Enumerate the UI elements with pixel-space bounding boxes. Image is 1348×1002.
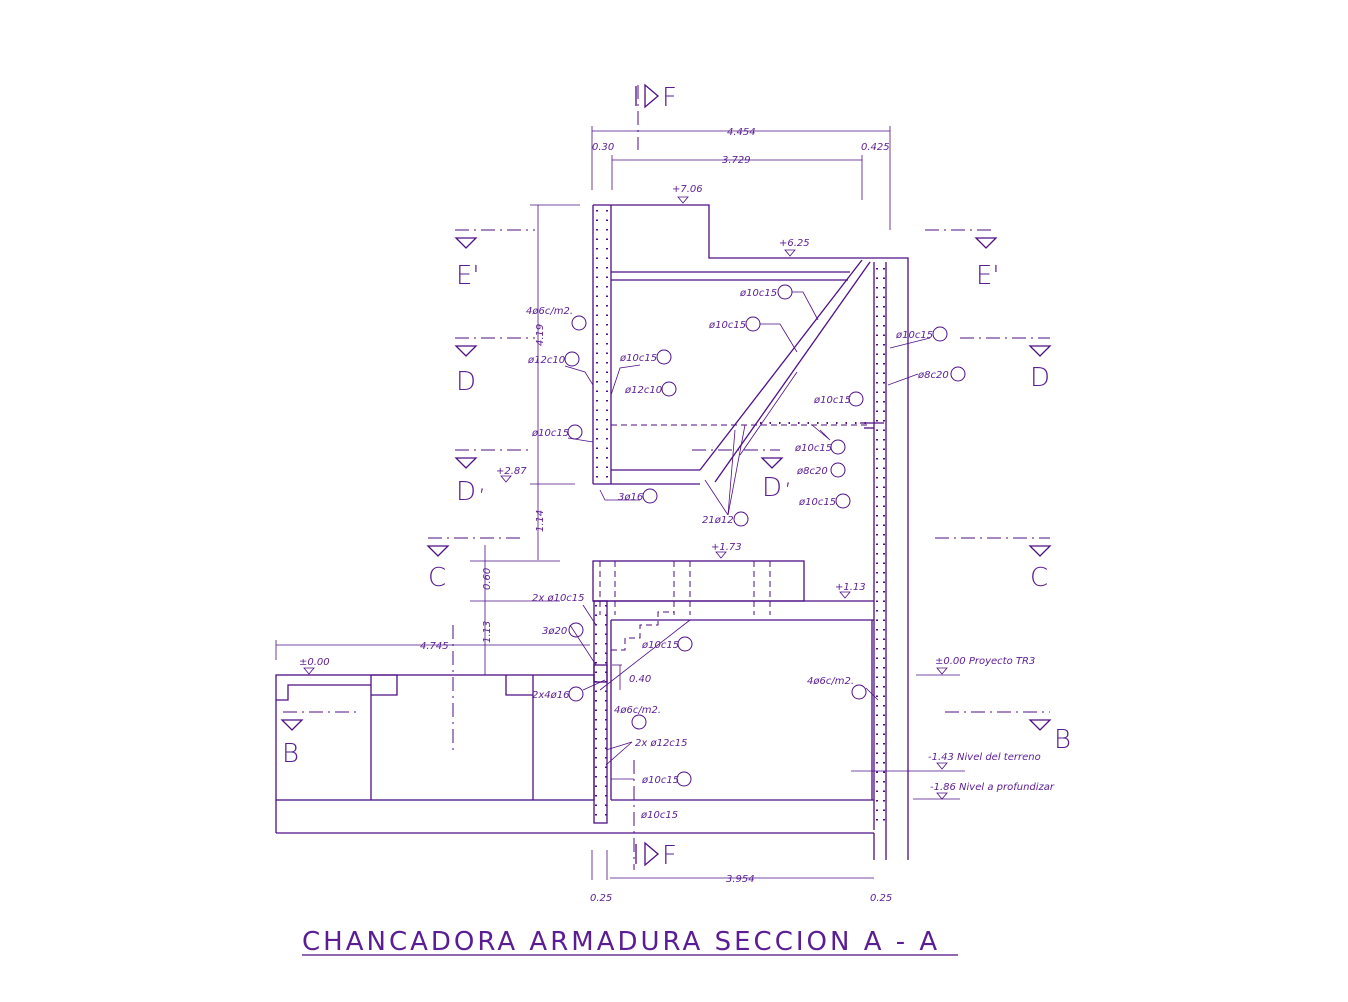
rebar-label: 2x ø12c15	[635, 738, 688, 749]
section-b-right: B	[1054, 725, 1071, 755]
rebar-label: ø10c15	[813, 395, 851, 406]
section-lines	[283, 85, 1050, 870]
dim-bottom-left: 0.25	[590, 893, 612, 904]
rebar-label: ø10c15	[895, 330, 933, 341]
dim-bottom-right: 0.25	[870, 893, 892, 904]
level-706: +7.06	[672, 184, 703, 195]
dim-total-width: 4.454	[727, 127, 756, 138]
rebar-label: ø10c15	[739, 288, 777, 299]
level-625: +6.25	[779, 238, 810, 249]
dim-inner-width: 3.729	[722, 155, 751, 166]
rebar-label: ø10c15	[641, 775, 679, 786]
level-173: +1.73	[711, 542, 742, 553]
drawing-title: CHANCADORA ARMADURA SECCION A - A	[302, 927, 940, 957]
rebar-label: ø8c20	[796, 466, 828, 477]
rebar-label: ø10c15	[641, 640, 679, 651]
prime-mark: ,	[784, 461, 792, 491]
section-dprime-left: D	[456, 477, 476, 507]
concrete-outline	[275, 204, 909, 860]
section-c-right: C	[1030, 563, 1048, 593]
dim-height-113: 1.13	[482, 621, 493, 643]
section-b-left: B	[282, 739, 299, 769]
rebar-label: 4ø6c/m2.	[614, 705, 661, 716]
rebar-label: ø12c10	[527, 355, 565, 366]
dim-left-extent: 4.745	[420, 641, 449, 652]
rebar-label: 21ø12	[702, 515, 734, 526]
level-143: -1.43 Nivel del terreno	[928, 752, 1041, 763]
rebar-label: ø10c15	[531, 428, 569, 439]
dim-height-upper: 4.19	[535, 324, 546, 346]
rebar-label: ø12c10	[624, 385, 662, 396]
rebar-label: ø10c15	[708, 320, 746, 331]
level-000-tr3: ±0.00 Proyecto TR3	[935, 656, 1035, 667]
rebar-label: 3ø16	[618, 492, 643, 503]
level-000: ±0.00	[299, 657, 330, 668]
rebar-label: ø10c15	[798, 497, 836, 508]
rebar-label: 2x ø10c15	[532, 593, 585, 604]
section-d-right: D	[1030, 363, 1050, 393]
level-113: +1.13	[835, 582, 866, 593]
section-f-bottom: F	[662, 841, 677, 871]
level-marks: +7.06 +6.25 +2.87 +1.73 +1.13 ±0.00 ±0.0…	[299, 184, 1055, 800]
dim-height-mid: 1.14	[535, 510, 546, 532]
dim-left-wall: 0.30	[592, 142, 614, 153]
section-d-left: D	[456, 367, 476, 397]
dim-bottom-width: 3.954	[726, 874, 755, 885]
dimension-lines: 4.454 0.30 3.729 0.425 4.19 1.14 0.60 1.…	[275, 126, 892, 904]
rebar-label: 2x4ø16	[532, 690, 570, 701]
section-f-top: F	[662, 83, 677, 113]
dim-height-060: 0.60	[482, 568, 493, 590]
rebar-label: 4ø6c/m2.	[807, 676, 854, 687]
level-287: +2.87	[496, 466, 527, 477]
rebar-label: ø10c15	[640, 810, 678, 821]
section-c-left: C	[428, 563, 446, 593]
section-dprime-mid: D	[762, 473, 782, 503]
rebar-label: 4ø6c/m2.	[526, 306, 573, 317]
rebar-label: ø10c15	[794, 443, 832, 454]
rebar-label: ø10c15	[619, 353, 657, 364]
dim-beam: 0.40	[629, 674, 651, 685]
section-e-right: E'	[976, 261, 1000, 291]
level-186: -1.86 Nivel a profundizar	[930, 782, 1055, 793]
rebar-label: ø8c20	[917, 370, 949, 381]
section-markers: F F E' E' D D D , D , C C B B	[280, 83, 1071, 871]
rebar-callouts: 4ø6c/m2. ø12c10 ø10c15 ø10c15 ø12c10 ø10…	[526, 284, 966, 821]
dim-right-wall: 0.425	[861, 142, 890, 153]
rebar-label: 3ø20	[542, 626, 567, 637]
prime-mark: ,	[478, 467, 486, 497]
section-e-left: E'	[456, 261, 480, 291]
